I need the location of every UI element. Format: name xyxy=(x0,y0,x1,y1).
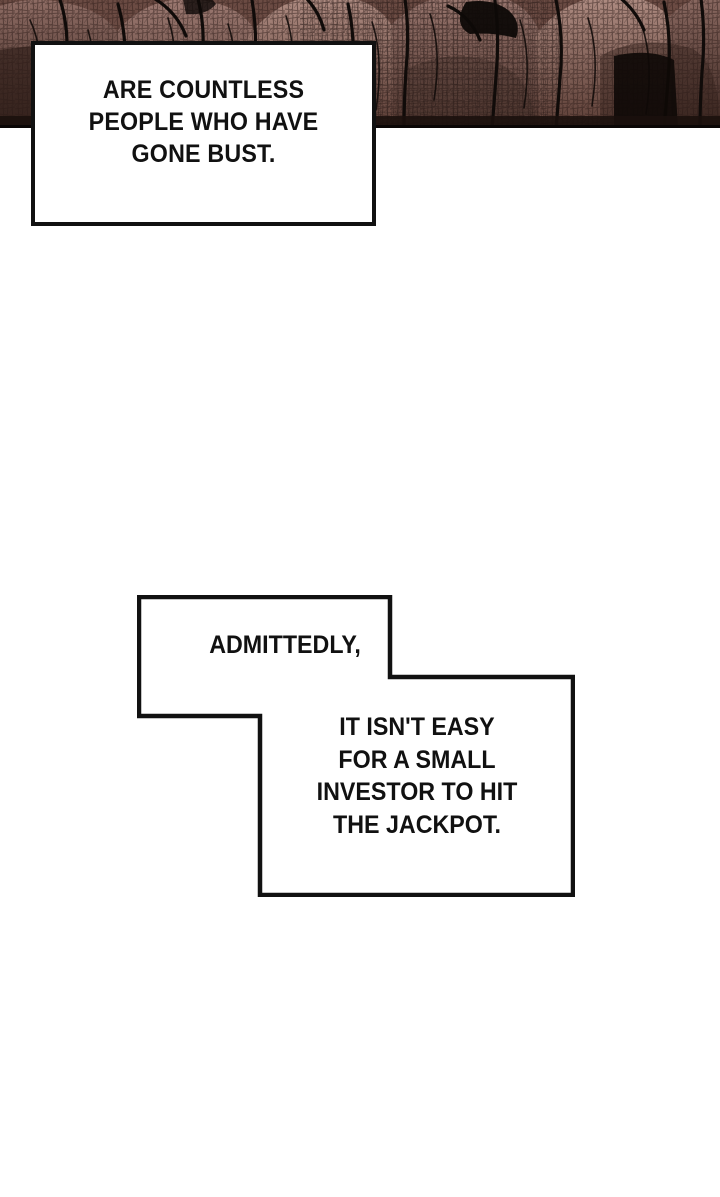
speech-bubble-admittedly: ADMITTEDLY, IT ISN'T EASY FOR A SMALL IN… xyxy=(137,595,575,897)
speech-bubble-admittedly-lower-text: IT ISN'T EASY FOR A SMALL INVESTOR TO HI… xyxy=(316,713,518,839)
speech-bubble-admittedly-outline xyxy=(137,595,575,897)
speech-bubble-countless-text: ARE COUNTLESS PEOPLE WHO HAVE GONE BUST. xyxy=(88,75,319,168)
speech-bubble-countless: ARE COUNTLESS PEOPLE WHO HAVE GONE BUST. xyxy=(31,41,376,226)
speech-bubble-admittedly-upper-text: ADMITTEDLY, xyxy=(209,631,361,659)
